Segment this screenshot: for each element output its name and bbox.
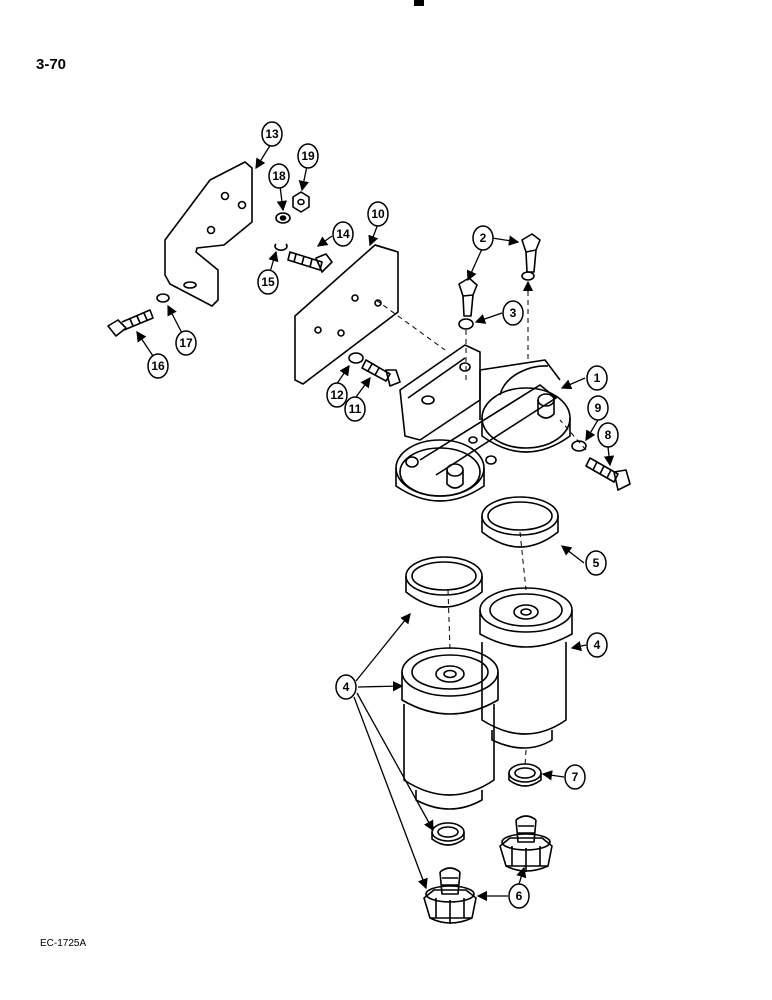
svg-text:7: 7 — [572, 770, 579, 784]
drain-plug-right — [499, 815, 553, 872]
callout-8: 8 — [597, 422, 619, 448]
svg-text:16: 16 — [151, 359, 165, 373]
bolt-2-upper — [521, 233, 541, 273]
svg-text:4: 4 — [594, 638, 601, 652]
callout-10: 10 — [367, 201, 389, 227]
bolt-8 — [585, 457, 631, 491]
svg-text:2: 2 — [480, 231, 487, 245]
washer-12 — [348, 352, 364, 364]
washer-9 — [571, 440, 587, 452]
callout-5: 5 — [585, 550, 607, 576]
callout-9: 9 — [587, 395, 609, 421]
svg-text:11: 11 — [349, 402, 362, 416]
figure-code: EC-1725A — [40, 938, 87, 949]
svg-text:4: 4 — [343, 680, 350, 694]
callout-14: 14 — [332, 221, 354, 247]
callout-7: 7 — [564, 764, 586, 790]
svg-text:17: 17 — [179, 336, 193, 350]
callout-2: 2 — [472, 225, 494, 251]
bolt-16 — [107, 309, 154, 337]
svg-text:15: 15 — [261, 275, 275, 289]
drain-plug-left — [423, 867, 477, 924]
callout-6: 6 — [508, 883, 530, 909]
bolt-2-lower — [458, 277, 478, 317]
callout-13: 13 — [261, 121, 283, 147]
bolt-11 — [361, 359, 401, 387]
bolt-14 — [287, 251, 333, 273]
seal-ring-left — [405, 556, 483, 608]
alignment-lines — [375, 282, 587, 767]
callout-1: 1 — [586, 365, 608, 391]
callout-15: 15 — [257, 269, 279, 295]
callout-18: 18 — [268, 163, 290, 189]
svg-text:14: 14 — [336, 227, 350, 241]
svg-text:3: 3 — [510, 306, 517, 320]
svg-text:1: 1 — [594, 371, 601, 385]
callout-11: 11 — [344, 396, 366, 422]
filter-cartridge-left — [401, 647, 499, 810]
filter-cartridge-right — [479, 587, 573, 749]
nut-19 — [292, 191, 310, 213]
svg-text:8: 8 — [605, 428, 612, 442]
callout-19: 19 — [297, 143, 319, 169]
svg-text:18: 18 — [272, 169, 286, 183]
top-edge-mark — [414, 0, 424, 6]
svg-text:9: 9 — [595, 401, 602, 415]
washer-3-upper — [521, 271, 535, 281]
svg-text:19: 19 — [301, 149, 315, 163]
svg-text:10: 10 — [371, 207, 385, 221]
callout-3: 3 — [502, 300, 524, 326]
callout-17: 17 — [175, 330, 197, 356]
callout-4-left: 4 — [335, 674, 357, 700]
mounting-bracket — [164, 161, 253, 307]
washer-18 — [275, 212, 291, 224]
callout-16: 16 — [147, 353, 169, 379]
filter-head-1 — [395, 344, 571, 502]
svg-text:13: 13 — [265, 127, 279, 141]
page-number: 3-70 — [36, 56, 67, 73]
washer-3-lower — [458, 318, 474, 330]
o-ring-7 — [508, 763, 542, 787]
washer-17 — [156, 293, 170, 303]
callout-4-right: 4 — [586, 632, 608, 658]
callout-12: 12 — [326, 382, 348, 408]
svg-text:6: 6 — [516, 889, 523, 903]
svg-text:5: 5 — [593, 556, 600, 570]
o-ring-left — [431, 822, 465, 846]
svg-text:12: 12 — [330, 388, 344, 402]
lock-washer-15 — [274, 243, 288, 251]
callout-markers: 13 19 18 10 14 15 17 16 2 3 12 11 1 9 8 … — [147, 121, 619, 909]
seal-ring-5 — [481, 496, 559, 548]
